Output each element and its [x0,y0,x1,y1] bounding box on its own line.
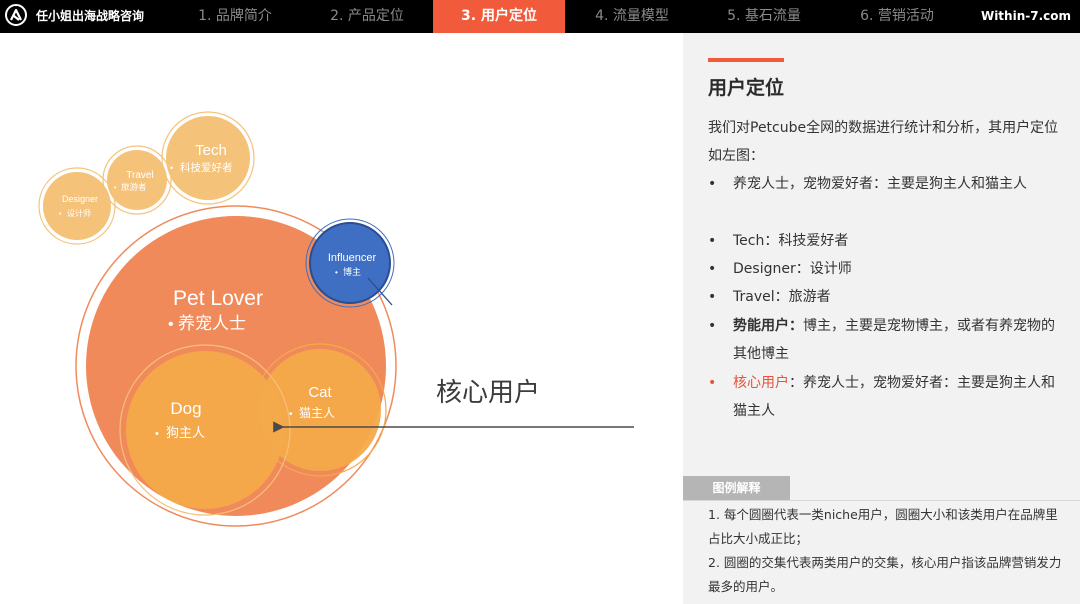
dog-label: Dog [170,399,201,418]
description-panel [683,33,1080,604]
bullet-lead: 核心用户 [733,375,789,391]
pet-lover-sub: 养宠人士 [178,314,246,333]
bullet-pet-lovers: • 养宠人士，宠物爱好者：主要是狗主人和猫主人 [708,170,1060,198]
dog-dot: • [155,428,159,440]
travel-circle [107,150,167,210]
travel-sub: 旅游者 [121,182,147,192]
cat-label: Cat [308,384,332,401]
bullet-text: 博主，主要是宠物博主，或者有养宠物的其他博主 [733,318,1055,362]
bullet-lead: 势能用户： [733,318,803,334]
influencer-outer-ring [305,218,395,308]
cat-sub: 猫主人 [299,406,335,420]
bullet-text: ：养宠人士，宠物爱好者：主要是狗主人和猫主人 [733,375,1055,419]
bullet-core-users: • 核心用户：养宠人士，宠物爱好者：主要是狗主人和猫主人 [708,369,1060,425]
nav-tab-product-positioning[interactable]: 2. 产品定位 [330,8,404,24]
pet-lover-label: Pet Lover [173,287,263,310]
bullet-dot: • [708,176,717,192]
bullet-dot: • [708,261,717,277]
bullet-text: 养宠人士，宠物爱好者：主要是狗主人和猫主人 [733,176,1027,192]
travel-dot: • [114,185,117,192]
bullet-tech: • Tech：科技爱好者 [708,227,1060,255]
dog-sub: 狗主人 [166,425,205,440]
designer-label: Designer [62,194,98,204]
bullet-dot: • [708,289,717,305]
bullet-dot: • [708,375,717,391]
influencer-label: Influencer [328,252,377,264]
bullet-potential-users: • 势能用户：博主，主要是宠物博主，或者有养宠物的其他博主 [708,312,1060,368]
tech-dot: • [170,163,173,173]
dog-circle [126,351,284,509]
nav-tab-marketing[interactable]: 6. 营销活动 [860,8,934,24]
legend-tab: 图例解释 [683,476,790,500]
pet-lover-outer-ring [75,205,397,527]
site-url[interactable]: Within-7.com [980,9,1071,23]
influencer-dot: • [335,268,338,277]
bullet-dot: • [708,233,717,249]
legend-line-2: 2. 圆圈的交集代表两类用户的交集，核心用户指该品牌营销发力最多的用户。 [708,555,1062,594]
influencer-sub: 博主 [343,266,361,277]
travel-label: Travel [126,170,153,181]
cat-dot: • [289,409,293,420]
legend-text: 1. 每个圆圈代表一类niche用户，圆圈大小和该类用户在品牌里占比大小成正比；… [708,503,1063,599]
bullet-text: Tech：科技爱好者 [733,233,849,249]
nav-tab-traffic-model[interactable]: 4. 流量模型 [595,8,669,24]
designer-dot: • [59,211,62,218]
core-user-label: 核心用户 [436,378,541,408]
designer-sub: 设计师 [67,208,91,218]
bullet-text: Travel：旅游者 [733,289,831,305]
panel-title: 用户定位 [708,77,785,99]
bullet-travel: • Travel：旅游者 [708,283,1060,311]
bullet-designer: • Designer：设计师 [708,255,1060,283]
tech-sub: 科技爱好者 [180,161,233,174]
legend-line-1: 1. 每个圆圈代表一类niche用户，圆圈大小和该类用户在品牌里占比大小成正比； [708,507,1058,546]
user-venn-diagram: Pet Lover • 养宠人士 Dog • 狗主人 Cat • 猫主人 Inf… [38,111,634,527]
dog-outer-ring [119,344,291,516]
bullet-text: Designer：设计师 [733,261,852,277]
tech-label: Tech [195,142,227,159]
brand-logo-icon [5,4,27,26]
brand-name: 任小姐出海战略咨询 [36,9,145,23]
influencer-circle [309,222,391,304]
legend-divider [683,500,1080,501]
title-accent-bar [708,58,784,62]
panel-intro: 我们对Petcube全网的数据进行统计和分析，其用户定位如左图： [708,120,1059,164]
pet-lover-dot: • [168,316,174,333]
top-navigation-bar: 任小姐出海战略咨询 1. 品牌简介 2. 产品定位 3. 用户定位 4. 流量模… [0,0,1080,33]
tech-circle [166,116,250,200]
nav-tab-brand-intro[interactable]: 1. 品牌简介 [198,8,272,24]
designer-circle [43,172,111,240]
nav-tab-base-traffic[interactable]: 5. 基石流量 [727,8,801,24]
bullet-dot: • [708,318,717,334]
nav-tab-user-positioning[interactable]: 3. 用户定位 [433,0,565,33]
